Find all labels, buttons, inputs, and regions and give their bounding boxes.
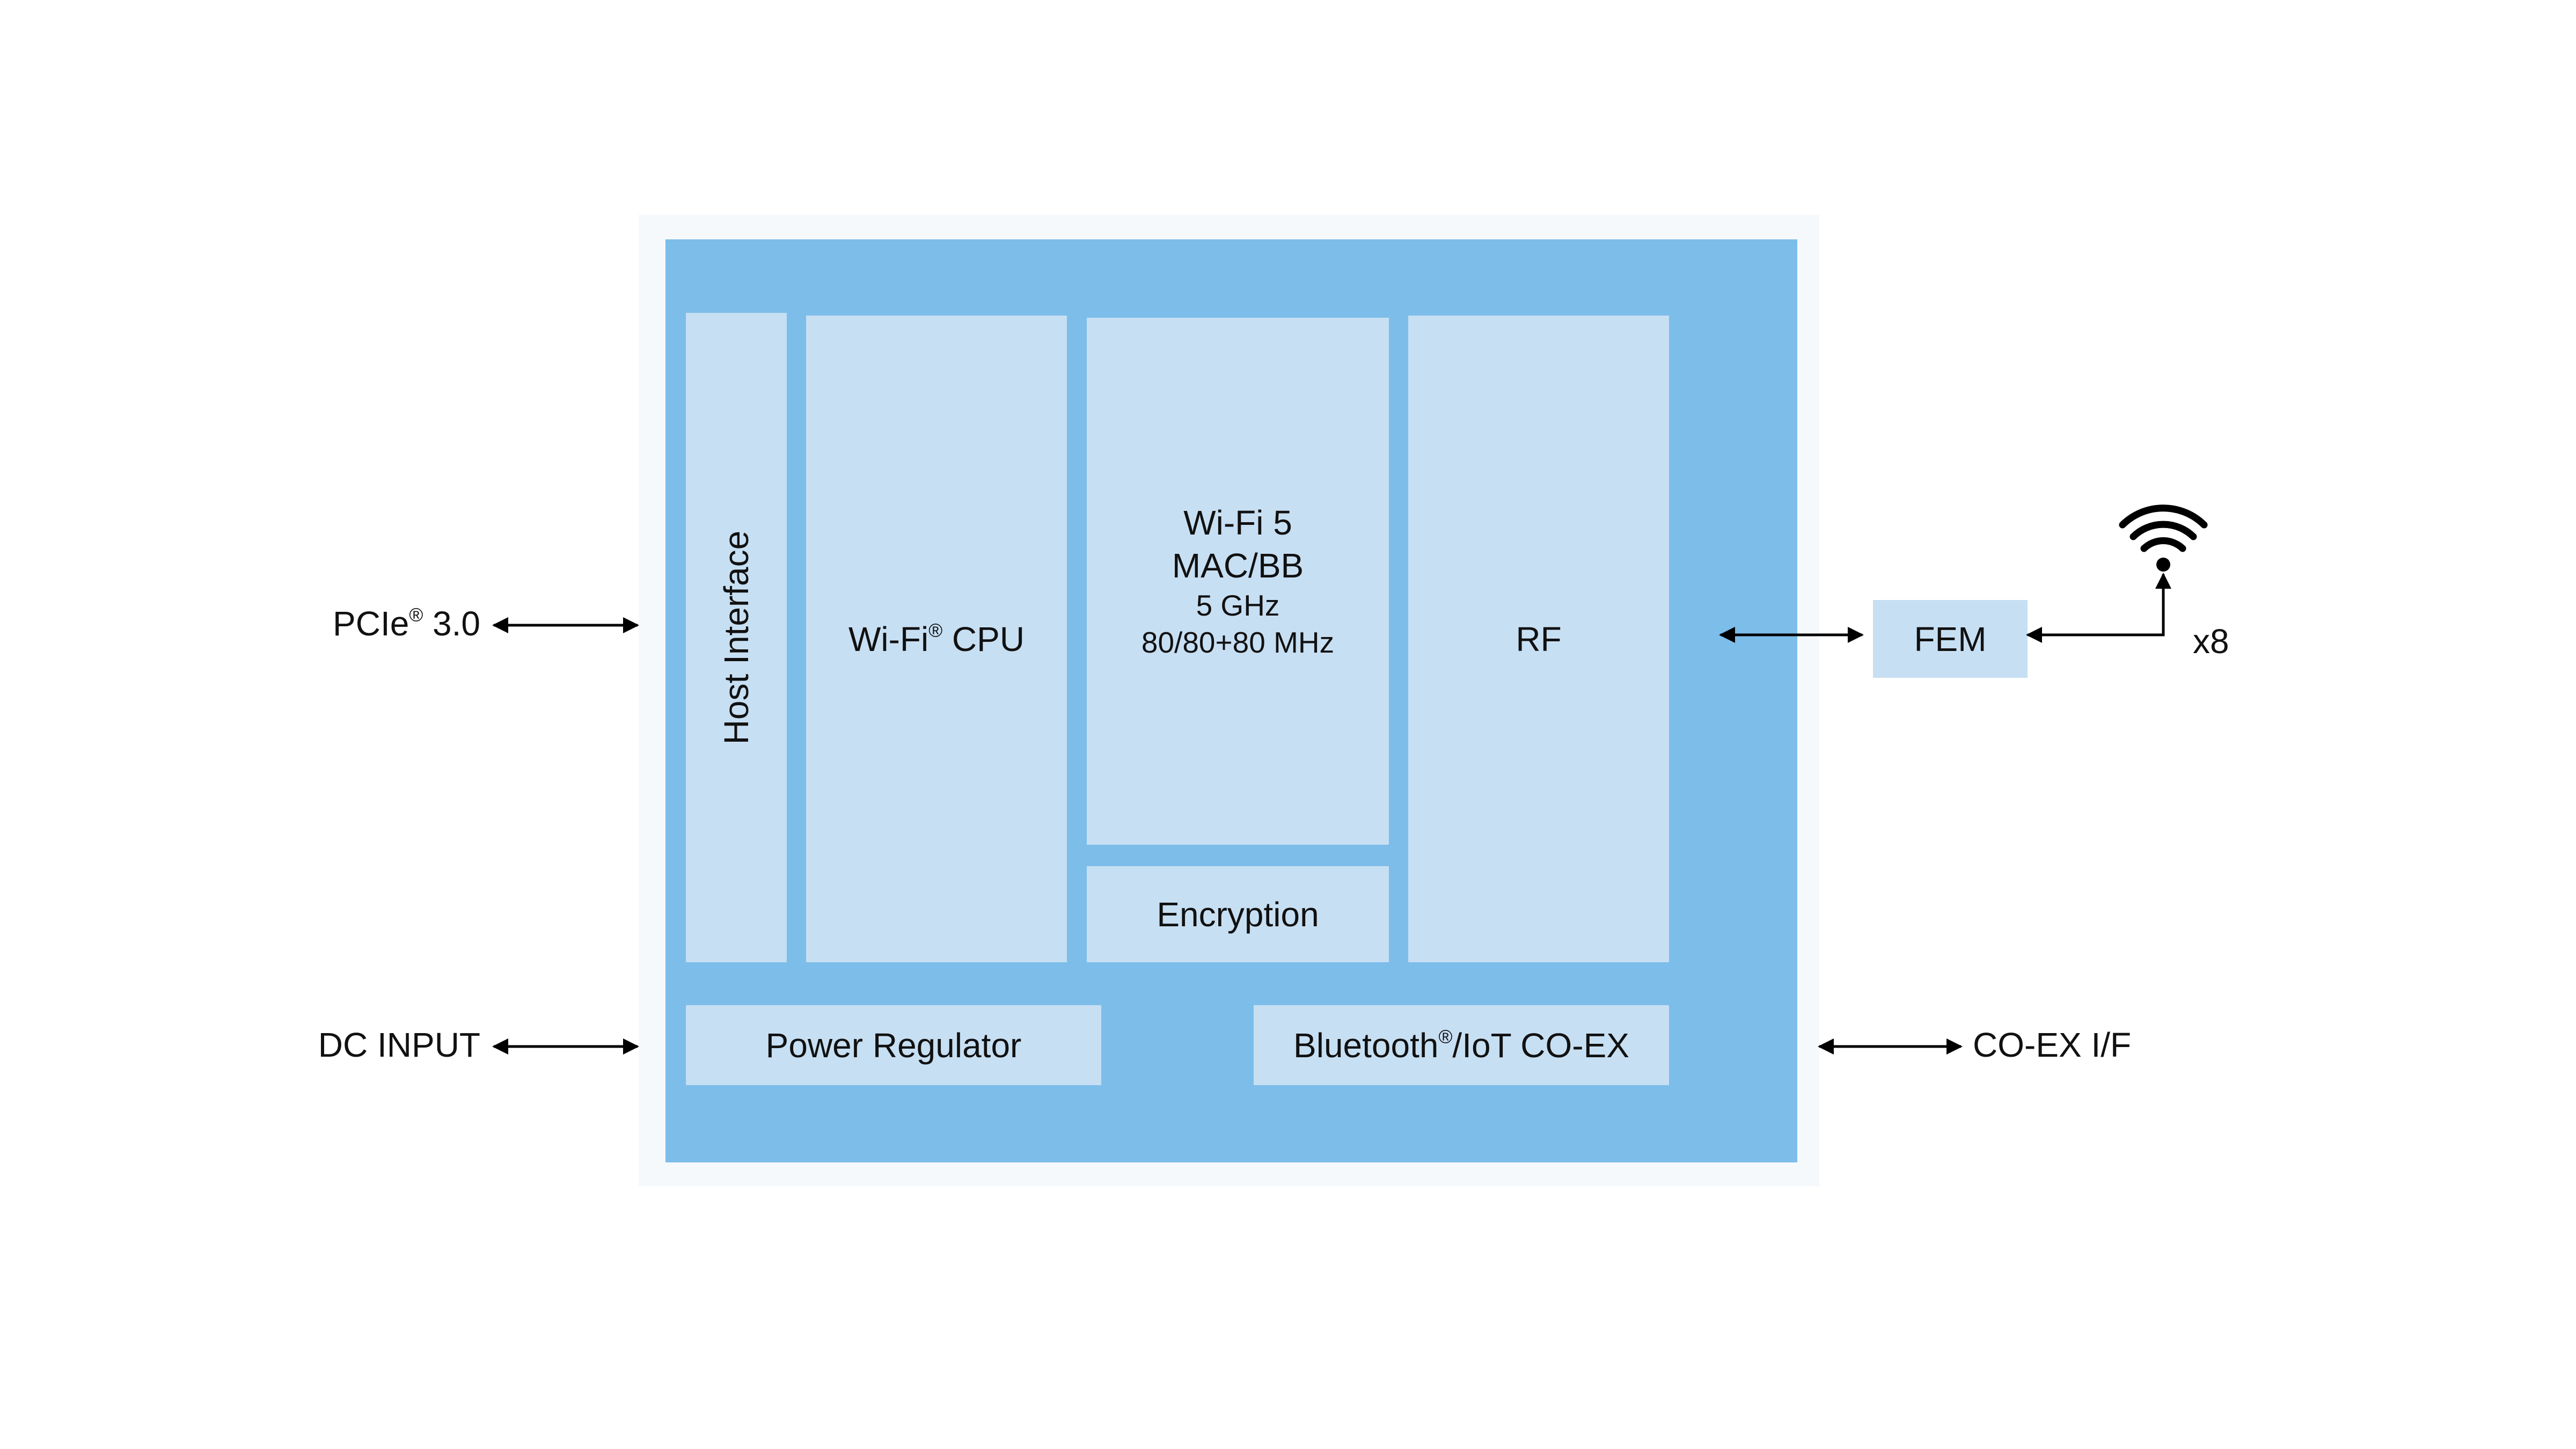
macbb-label: MAC/BB bbox=[1172, 546, 1304, 586]
wifi-signal-icon bbox=[2119, 504, 2208, 572]
fem-block: FEM bbox=[1873, 600, 2028, 678]
registered-mark: ® bbox=[928, 620, 943, 641]
bluetooth-coex-block: Bluetooth®/IoT CO-EX bbox=[1254, 1005, 1669, 1085]
wifi5-title: Wi-Fi 5 bbox=[1183, 503, 1292, 543]
fem-label: FEM bbox=[1914, 619, 1987, 658]
registered-mark: ® bbox=[1438, 1026, 1453, 1048]
encryption-label: Encryption bbox=[1157, 895, 1319, 934]
bandwidth-label: 80/80+80 MHz bbox=[1141, 626, 1335, 659]
fem-antenna-arrow bbox=[2026, 573, 2171, 643]
registered-mark: ® bbox=[409, 604, 423, 626]
encryption-block: Encryption bbox=[1087, 866, 1389, 962]
dc-input-label: DC INPUT bbox=[318, 1026, 480, 1064]
pcie-label: PCIe® 3.0 bbox=[333, 604, 480, 643]
power-regulator-block: Power Regulator bbox=[686, 1005, 1101, 1085]
host-interface-block: Host Interface bbox=[686, 313, 787, 962]
wifi-cpu-label: Wi-Fi® CPU bbox=[848, 619, 1025, 658]
rf-label: RF bbox=[1516, 619, 1562, 658]
wifi-cpu-block: Wi-Fi® CPU bbox=[806, 316, 1067, 962]
coex-if-label: CO-EX I/F bbox=[1973, 1026, 2132, 1064]
band-label: 5 GHz bbox=[1196, 589, 1280, 623]
antenna-count-label: x8 bbox=[2193, 622, 2229, 661]
wifi5-macbb-block: Wi-Fi 5 MAC/BB 5 GHz 80/80+80 MHz bbox=[1087, 318, 1389, 845]
rf-block: RF bbox=[1408, 316, 1669, 962]
bluetooth-coex-label: Bluetooth®/IoT CO-EX bbox=[1293, 1026, 1629, 1065]
power-regulator-label: Power Regulator bbox=[765, 1026, 1022, 1065]
